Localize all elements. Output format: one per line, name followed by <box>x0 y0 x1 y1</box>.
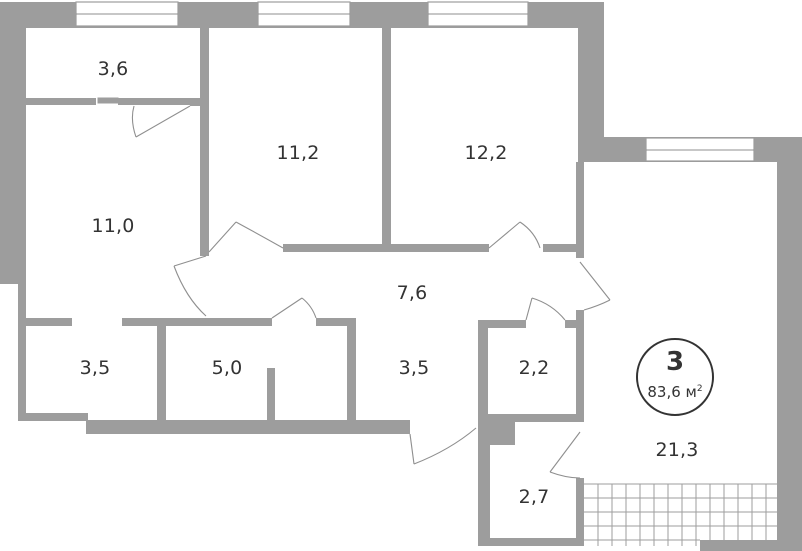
kitchen-tile-grid <box>584 483 777 546</box>
room-area-label: 2,2 <box>518 357 550 379</box>
total-area-value: 83,6 м <box>647 383 697 401</box>
room-area-label: 5,0 <box>211 357 243 379</box>
room-area-label: 3,5 <box>398 357 430 379</box>
windows <box>75 1 755 162</box>
interior-walls <box>26 28 584 546</box>
room-area-label: 11,2 <box>276 142 320 164</box>
room-area-label: 3,5 <box>79 357 111 379</box>
total-area: 83,6 м2 <box>638 383 712 401</box>
room-area-label: 7,6 <box>396 282 428 304</box>
area-unit-power: 2 <box>696 384 703 394</box>
room-count: 3 <box>665 347 685 377</box>
room-area-label: 21,3 <box>655 439 699 461</box>
room-area-label: 12,2 <box>464 142 508 164</box>
room-area-label: 11,0 <box>91 215 135 237</box>
apartment-summary-badge: 3 83,6 м2 <box>636 338 714 416</box>
room-area-label: 3,6 <box>97 58 129 80</box>
room-area-label: 2,7 <box>518 486 550 508</box>
doors <box>131 105 611 479</box>
